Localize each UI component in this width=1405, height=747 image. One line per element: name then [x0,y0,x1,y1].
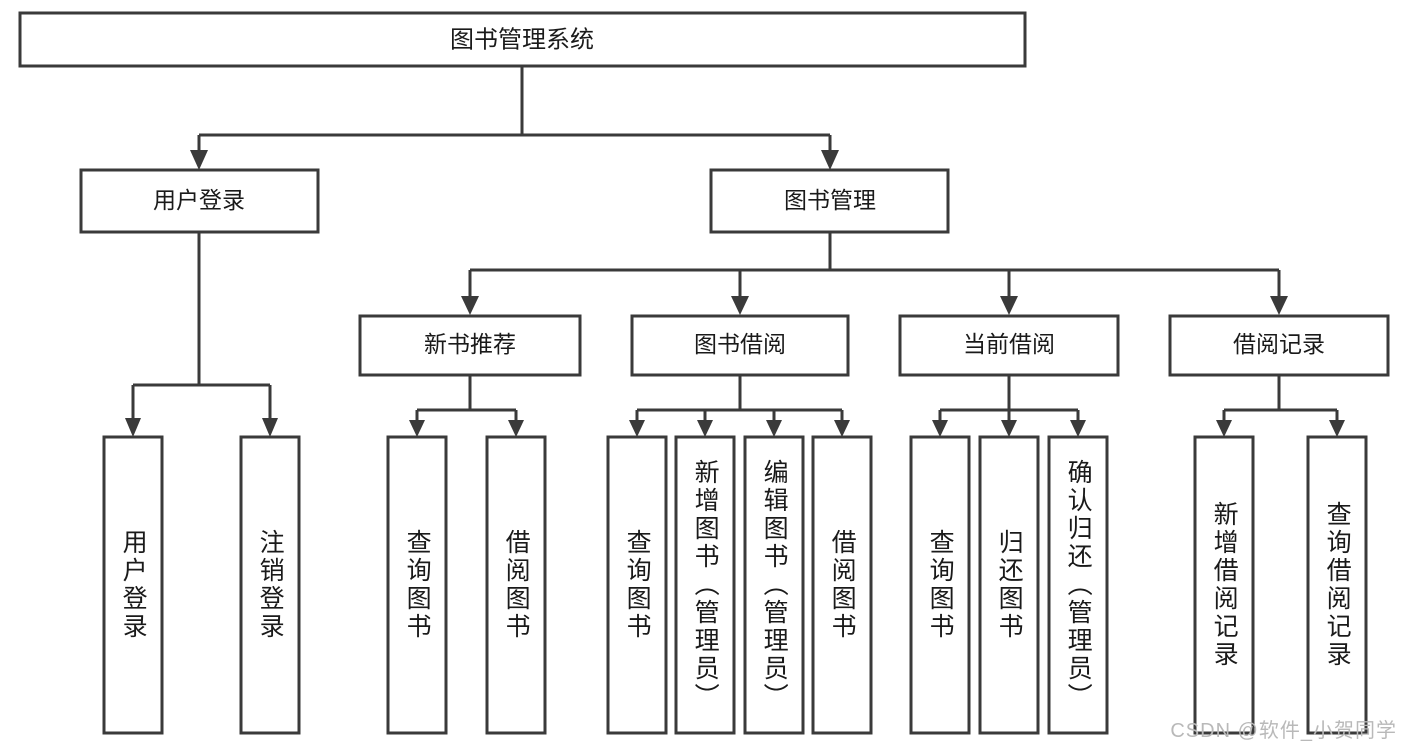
node-user-login-label: 用户登录 [153,187,245,213]
edge-group-book-management-to-level3 [461,232,1288,315]
node-current-borrow-label: 当前借阅 [963,331,1055,357]
arrow-leaf-query-record [1329,420,1345,437]
leaf-group-borrow-record [1193,435,1368,735]
leaf-add-record-box[interactable] [1193,435,1255,735]
arrow-leaf-user-login [125,418,141,437]
node-borrow-record-box[interactable] [1168,314,1390,377]
leaf-add-book-box[interactable] [674,435,736,735]
node-root[interactable]: 图书管理系统 [18,11,1027,68]
edge-group-book-borrow-to-leaves [629,375,850,437]
node-book-borrow-box[interactable] [630,314,850,377]
node-new-book-recommend-box[interactable] [358,314,582,377]
node-current-borrow[interactable]: 当前借阅 [898,314,1120,377]
node-book-management[interactable]: 图书管理 [709,168,950,234]
node-borrow-record-label: 借阅记录 [1233,331,1325,357]
leaf-confirm-return-box[interactable] [1047,435,1109,735]
leaf-group-user-login [102,435,301,735]
node-new-book-recommend[interactable]: 新书推荐 [358,314,582,377]
arrow-to-book-borrow [731,296,749,315]
arrow-leaf-query-book-1 [409,420,425,437]
node-user-login-box[interactable] [79,168,320,234]
arrow-leaf-edit-book [766,420,782,437]
arrow-to-new-book-recommend [461,296,479,315]
leaf-group-book-borrow [606,435,873,735]
arrow-to-user-login [190,150,208,170]
arrow-leaf-add-book [697,420,713,437]
edge-group-new-book-recommend-to-leaves [409,375,524,437]
arrow-leaf-add-record [1216,420,1232,437]
arrow-to-current-borrow [1000,296,1018,315]
leaf-query-book-2-box[interactable] [606,435,668,735]
node-book-borrow[interactable]: 图书借阅 [630,314,850,377]
arrow-leaf-borrow-book-1 [508,420,524,437]
node-book-management-label: 图书管理 [784,187,876,213]
leaf-query-book-1-box[interactable] [386,435,448,735]
leaf-borrow-book-2-box[interactable] [811,435,873,735]
arrow-leaf-confirm-return [1070,420,1086,437]
leaf-query-record-box[interactable] [1306,435,1368,735]
edge-group-user-login-to-leaves [125,232,278,437]
arrow-leaf-query-book-2 [629,420,645,437]
leaf-user-login-box[interactable] [102,435,164,735]
arrow-leaf-logout-login [262,418,278,437]
edge-group-current-borrow-to-leaves [932,375,1086,437]
arrow-leaf-borrow-book-2 [834,420,850,437]
arrow-leaf-return-book [1001,420,1017,437]
node-new-book-recommend-label: 新书推荐 [424,331,516,357]
leaf-group-current-borrow [909,435,1109,735]
node-borrow-record[interactable]: 借阅记录 [1168,314,1390,377]
node-book-borrow-label: 图书借阅 [694,331,786,357]
leaf-return-book-box[interactable] [978,435,1040,735]
node-root-box[interactable] [18,11,1027,68]
node-user-login[interactable]: 用户登录 [79,168,320,234]
arrow-leaf-query-book-3 [932,420,948,437]
leaf-group-new-book-recommend [386,435,547,735]
leaf-edit-book-box[interactable] [743,435,805,735]
node-book-management-box[interactable] [709,168,950,234]
arrow-to-borrow-record [1270,296,1288,315]
edge-group-root-to-level2 [190,66,839,170]
node-current-borrow-box[interactable] [898,314,1120,377]
leaf-logout-login-box[interactable] [239,435,301,735]
leaf-borrow-book-1-box[interactable] [485,435,547,735]
arrow-to-book-management [821,150,839,170]
node-root-label: 图书管理系统 [450,26,594,53]
leaf-query-book-3-box[interactable] [909,435,971,735]
watermark-text: CSDN @软件_小贺同学 [1170,720,1397,742]
edge-group-borrow-record-to-leaves [1216,375,1345,437]
